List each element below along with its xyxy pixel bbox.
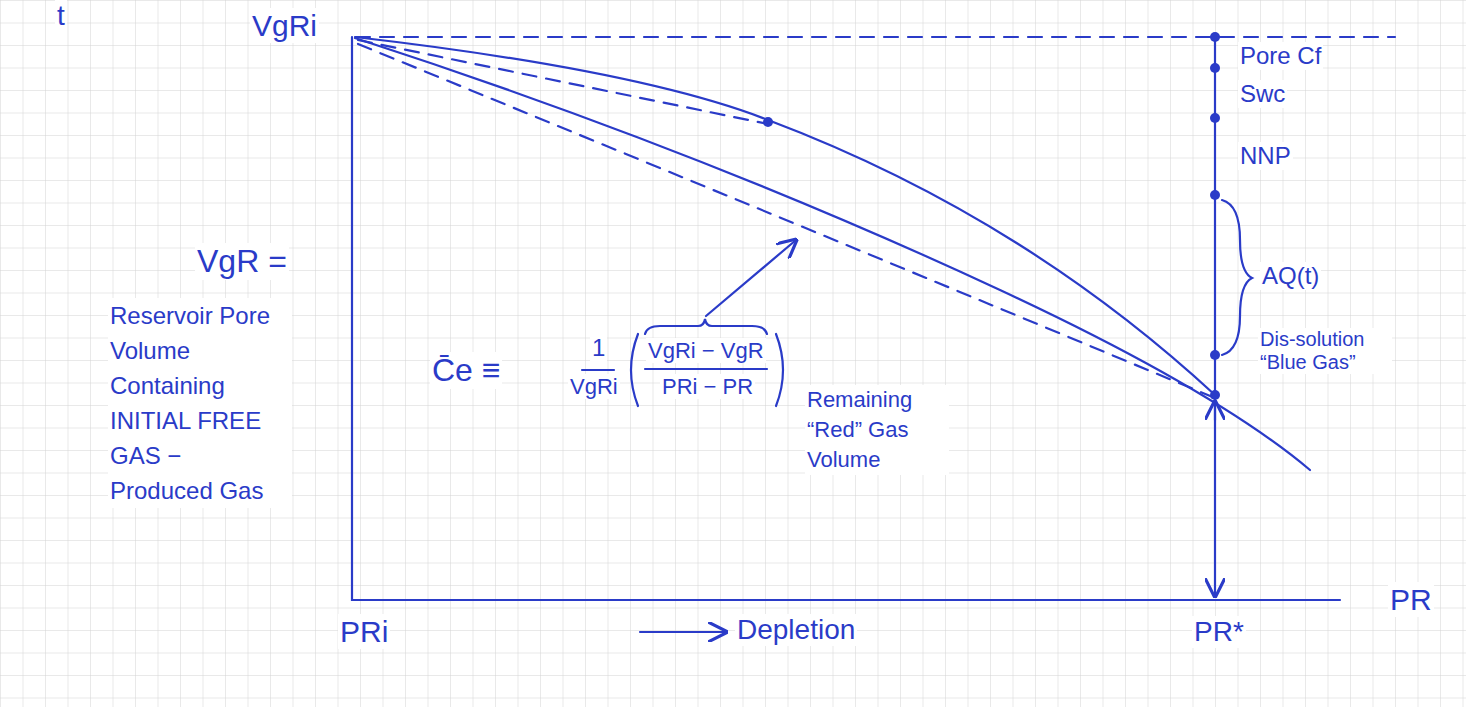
region-note: Remaining “Red” Gas Volume xyxy=(805,385,949,475)
brace xyxy=(645,319,767,334)
initial-volume-line xyxy=(356,36,1395,38)
dot xyxy=(1210,190,1220,200)
upper-curve xyxy=(355,37,1215,395)
dot xyxy=(1210,63,1220,73)
paren xyxy=(631,334,638,406)
fraction-bar xyxy=(582,369,614,371)
dot xyxy=(763,117,773,127)
point-arrow xyxy=(1214,402,1216,420)
axis-label: PRi xyxy=(338,614,390,649)
dot xyxy=(1210,350,1220,360)
mechanism-label: Pore Cf xyxy=(1238,42,1323,70)
formula-term: 1 xyxy=(590,334,607,362)
depletion-arrow xyxy=(640,631,726,633)
paren xyxy=(776,334,783,406)
ink-lines xyxy=(352,37,1395,632)
definition-note: Reservoir Pore Volume Containing INITIAL… xyxy=(108,298,292,508)
dot xyxy=(1210,390,1220,400)
formula-term: PRi − PR xyxy=(660,374,755,399)
formula-term: C̄e ≡ xyxy=(430,352,502,389)
fraction-bar xyxy=(645,368,767,370)
dashed-secant xyxy=(358,44,1215,398)
axis-label: PR* xyxy=(1192,616,1246,648)
axis-label: VgRi xyxy=(250,8,319,43)
axis-mark: t xyxy=(55,0,67,32)
pointer-arrow xyxy=(706,240,796,316)
mechanism-label: Dis-solution “Blue Gas” xyxy=(1258,328,1392,374)
mechanism-label: NNP xyxy=(1238,142,1293,170)
aq-bracket xyxy=(1222,200,1252,355)
formula-term: VgRi − VgR xyxy=(646,338,766,363)
mechanism-label: AQ(t) xyxy=(1260,262,1321,290)
axes xyxy=(352,37,1340,600)
axis-label: PR xyxy=(1388,582,1434,617)
formula-term: VgRi xyxy=(568,374,620,399)
dashed-chord xyxy=(358,40,768,124)
dot xyxy=(1210,113,1220,123)
mechanism-label: Swc xyxy=(1238,80,1287,108)
dot xyxy=(1210,32,1220,42)
definition-label: VgR = xyxy=(195,243,289,280)
axis-note: Depletion xyxy=(735,614,857,646)
dots xyxy=(763,32,1220,400)
